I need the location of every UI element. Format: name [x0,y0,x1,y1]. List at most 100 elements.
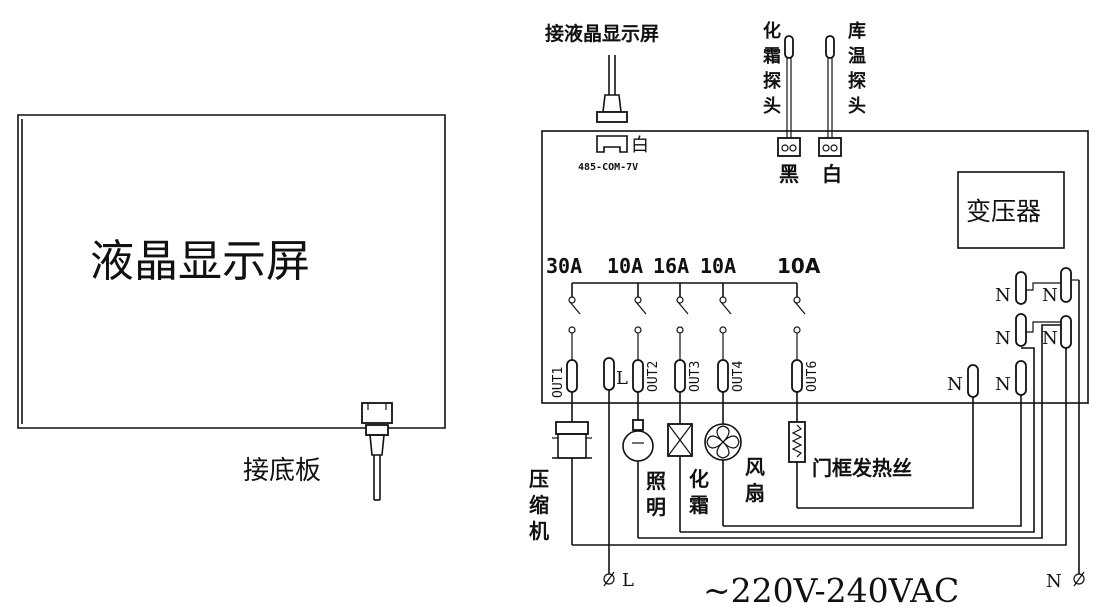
label-n: N [947,374,963,395]
defrost-probe-tip [784,35,794,59]
neutral-return-wiring [572,279,1080,574]
lcd-panel-title: 液晶显示屏 [90,236,310,287]
neutral-terminal [1015,360,1027,396]
defrost-probe-label-2: 霜 [762,46,781,67]
room-probe-label-3: 探 [848,70,867,92]
socket-hole [781,144,789,152]
label-out6: OUT6 [805,361,820,392]
bulb-base [632,419,644,431]
defrost-heater-icon [667,392,693,532]
terminal-out6 [791,359,803,393]
neutral-terminal [1060,267,1072,303]
lighting-label-2: 明 [646,495,666,519]
label-n: N [1042,328,1058,349]
base-connector-plug [365,424,389,436]
relay-blade [635,301,647,315]
defrost-label-1: 化 [689,467,709,491]
room-probe-color: 白 [822,162,842,186]
relay-contact [676,326,684,334]
lighting-bulb-icon [622,392,654,538]
compressor-label-2: 缩 [529,493,549,517]
base-connector-socket [361,402,393,424]
transformer-label: 变压器 [966,197,1041,226]
room-probe-socket [818,137,842,157]
socket-hole [789,144,797,152]
transformer-box [957,171,1065,249]
lighting-neutral [638,324,1061,539]
relay-bus [571,282,798,297]
lcd-panel-outline [17,114,446,429]
fan-blade [706,435,724,449]
relay-blade [569,301,581,315]
connect-base-label: 接底板 [243,456,321,486]
room-probe-label-4: 头 [848,96,866,117]
defrost-probe-color: 黑 [779,162,799,186]
supply-label-n: N [1046,571,1062,592]
terminal-out2 [632,359,644,393]
label-out3: OUT3 [688,361,703,392]
compressor-body [557,433,587,459]
label-n: N [995,285,1011,306]
neutral-terminal [1015,313,1027,347]
rating-out3: 16A [653,254,689,278]
compressor-neutral [572,348,1067,546]
display-port-model: 485-COM-7V [578,162,638,173]
label-n: N [1042,285,1058,306]
label-out1: OUT1 [551,367,566,398]
label-n: N [995,374,1011,395]
fan-blade [722,435,740,449]
door-heater-icon [788,392,806,508]
fan-label-2: 扇 [745,481,765,505]
controller-board [541,130,1089,404]
label-out2: OUT2 [646,361,661,392]
relay-switches [568,296,806,360]
relay-contact [793,296,801,304]
supply-label-l: L [622,570,634,591]
relay-contact [676,296,684,304]
defrost-probe-label-3: 探 [763,70,782,92]
defrost-probe-label-4: 头 [763,96,781,117]
label-out4: OUT4 [731,361,746,392]
rating-out2: 10A [607,254,643,278]
terminal-slash [603,571,615,587]
terminal-slash [1073,571,1085,587]
relay-blade [794,301,806,315]
fan-blade [716,441,730,459]
lighting-label-1: 照 [646,469,666,493]
display-cable-sleeve [602,94,622,113]
terminal-out3 [674,359,686,393]
relay-contact [568,296,576,304]
room-temp-probe: 库 温 探 头 [818,20,867,157]
neutral-terminal [967,364,979,398]
display-cable [596,55,628,153]
fan-icon [704,392,742,526]
defrost-label-2: 霜 [689,493,709,517]
relay-contact [719,296,727,304]
display-port-socket [596,135,628,153]
supply-terminal-n [1073,573,1085,585]
compressor-label-3: 机 [529,519,549,543]
defrost-probe-label-1: 化 [763,20,781,42]
relay-contact [793,326,801,334]
defrost-probe: 化 霜 探 头 [762,20,801,157]
output-terminals [566,357,803,393]
relay-blade [677,301,689,315]
bulb-glass [622,430,654,462]
relay-contact [568,326,576,334]
terminal-out1 [566,359,578,393]
defrost-probe-socket [777,137,801,157]
relay-contact [719,326,727,334]
relay-blade [720,301,732,315]
display-cable-plug [596,111,628,123]
compressor-head [555,421,589,435]
socket-hole [830,144,838,152]
room-probe-tip [825,35,835,59]
defrost-neutral [680,347,1035,533]
defrost-heater-cross [667,423,693,457]
base-connector [361,402,393,501]
base-connector-sleeve [369,434,385,456]
room-probe-label-1: 库 [848,20,866,42]
lcd-display-panel: 液晶显示屏 [17,114,446,429]
compressor-symbol [552,392,592,545]
door-heater-label: 门框发热丝 [812,456,912,480]
